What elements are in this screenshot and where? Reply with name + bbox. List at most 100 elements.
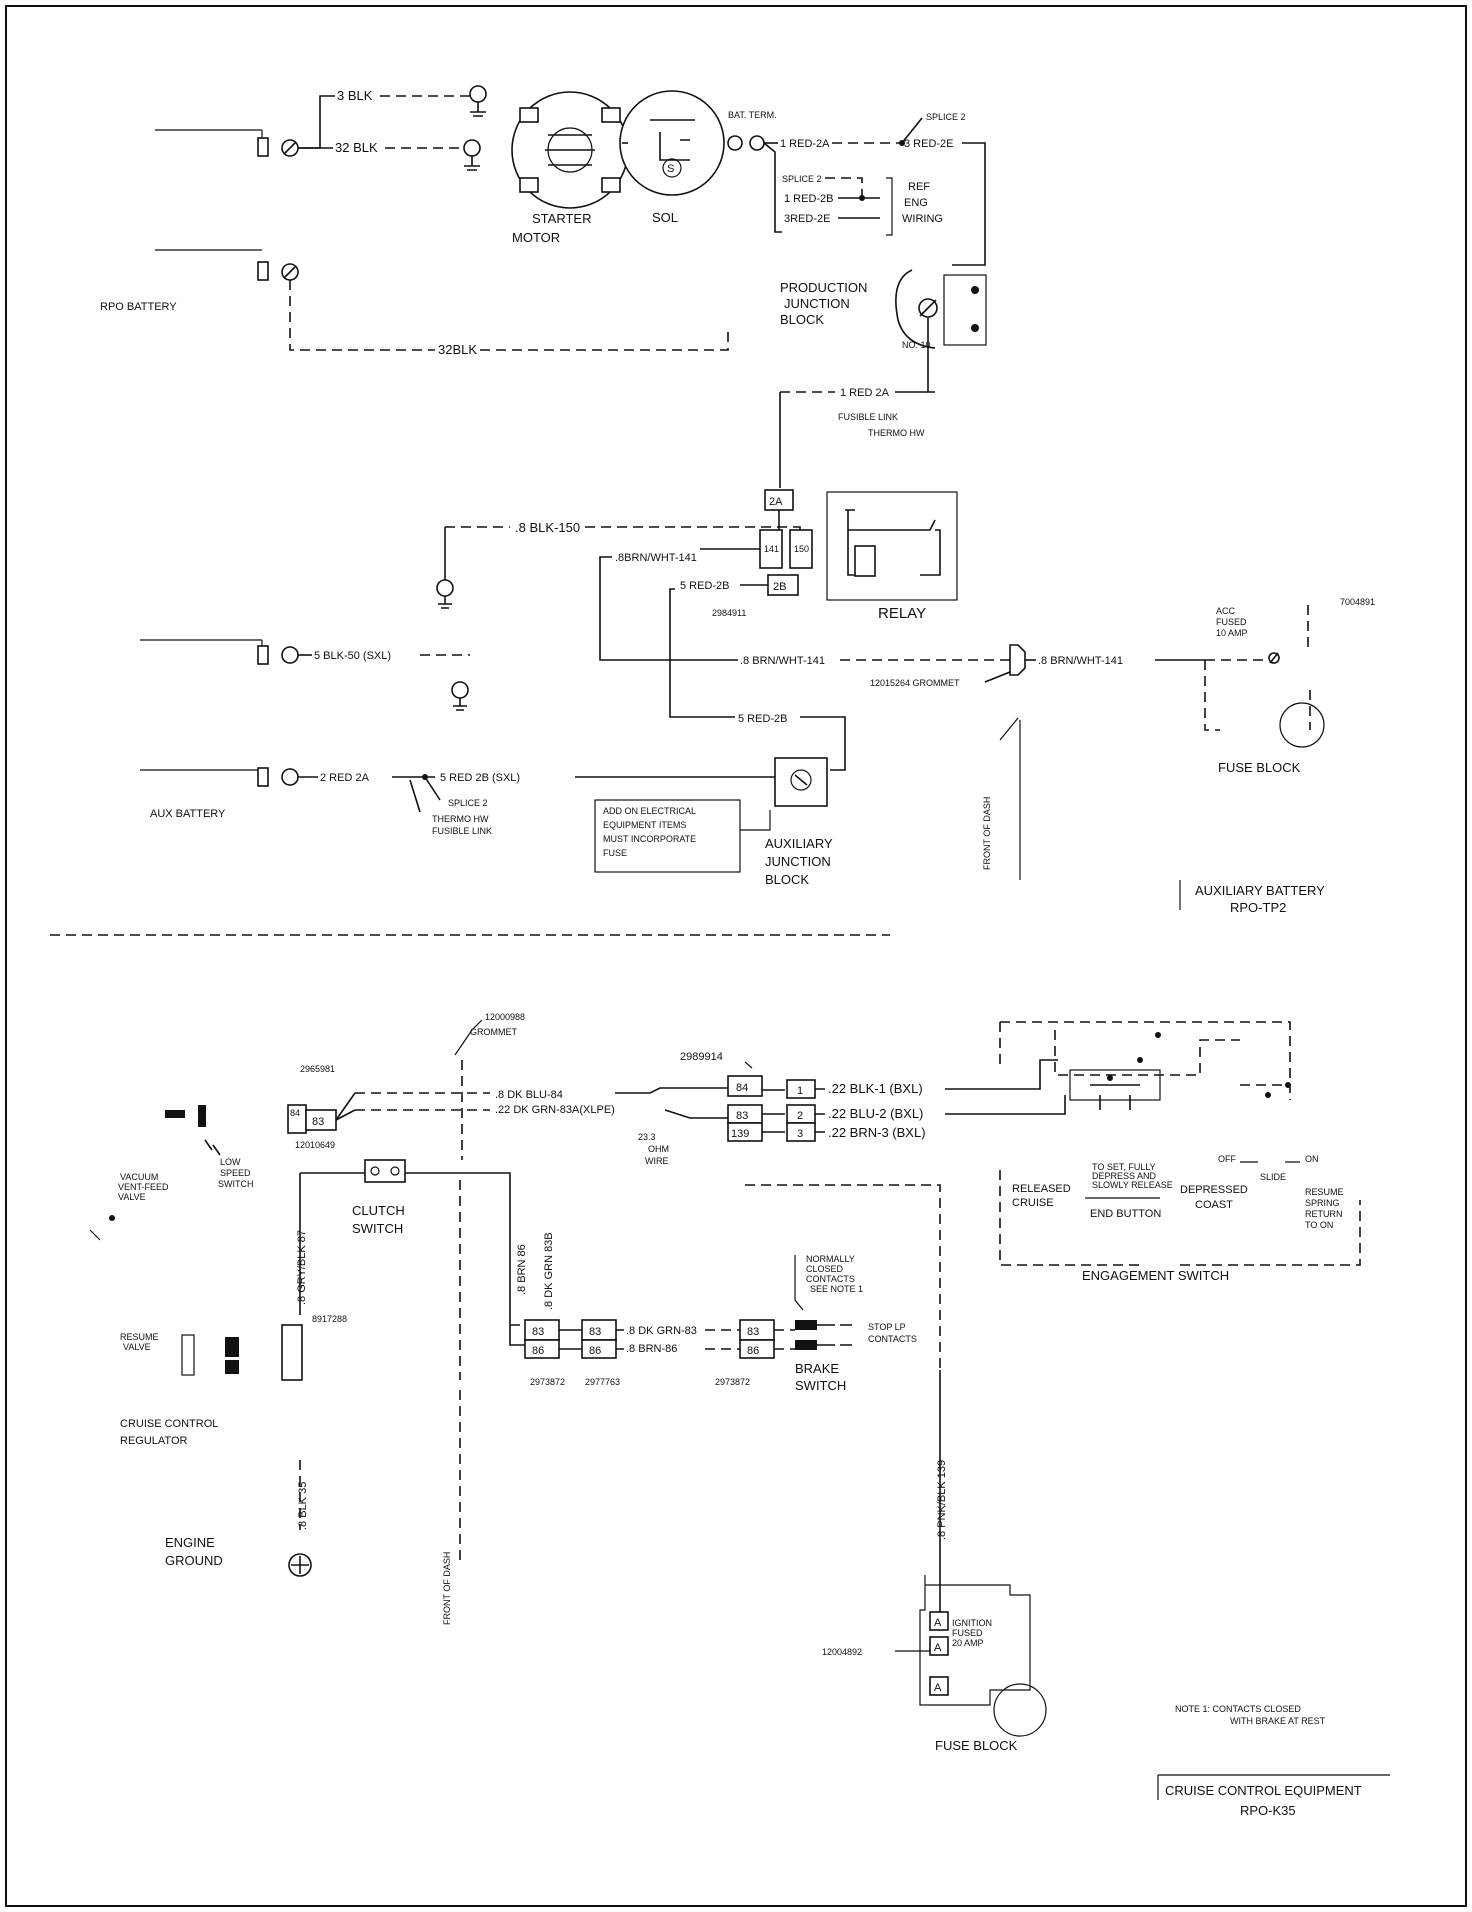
- ccr-label-1: CRUISE CONTROL: [120, 1418, 218, 1430]
- thermo-label-1: THERMO HW: [432, 814, 489, 824]
- relay-conn-label: 2984911: [712, 608, 746, 618]
- vacuum-label-1: VACUUM: [120, 1172, 158, 1182]
- nc-label-3: CONTACTS: [806, 1274, 855, 1284]
- wire-8brnwht141-a-label: .8BRN/WHT-141: [615, 552, 697, 564]
- pjb-block: [943, 274, 987, 346]
- pin-1-label: 1: [797, 1085, 803, 1097]
- pin-86c-label: 86: [532, 1345, 544, 1357]
- resume-spring-4: TO ON: [1305, 1220, 1333, 1230]
- wire-5red2b-sxl-label: 5 RED 2B (SXL): [440, 772, 520, 784]
- starter-motor-label-2: MOTOR: [512, 230, 560, 245]
- fusible-link-2: THERMO HW: [868, 428, 925, 438]
- aux-battery-label: AUX BATTERY: [150, 808, 226, 820]
- cruise-title-2: RPO-K35: [1240, 1803, 1296, 1818]
- wire-22brn3-label: .22 BRN-3 (BXL): [828, 1125, 926, 1140]
- released-1: RELEASED: [1012, 1183, 1071, 1195]
- stop-lp-2: CONTACTS: [868, 1334, 917, 1344]
- solenoid-label: SOL: [652, 210, 678, 225]
- pjb-label-1: PRODUCTION: [780, 280, 867, 295]
- to-set-2: DEPRESS AND: [1092, 1171, 1157, 1181]
- wire-5red2b-a-label: 5 RED-2B: [680, 580, 730, 592]
- add-on-note-4: FUSE: [603, 848, 627, 858]
- battery-starter-section: RPO BATTERY 3 BLK 32 BLK 32BLK STARTER M…: [100, 85, 987, 488]
- sheet-border: [5, 5, 1467, 1907]
- starter-motor-label: STARTER: [532, 211, 591, 226]
- ohm-label-2: OHM: [648, 1144, 669, 1154]
- clutch-switch-connector: [364, 1159, 406, 1183]
- engagement-switch-contacts: [1069, 1069, 1161, 1101]
- fuse-a-1: A: [934, 1617, 942, 1629]
- ref-eng-wiring-1: REF: [908, 181, 930, 193]
- cruise-title-1: CRUISE CONTROL EQUIPMENT: [1165, 1783, 1362, 1798]
- grommet-label: 12015264 GROMMET: [870, 678, 960, 688]
- splice2-top-label: SPLICE 2: [926, 112, 966, 122]
- fuse-block-label: FUSE BLOCK: [1218, 760, 1301, 775]
- depressed-2: COAST: [1195, 1199, 1233, 1211]
- front-of-dash-label: FRONT OF DASH: [982, 797, 992, 870]
- wire-8dkgrn83b-label: .8 DK GRN 83B: [543, 1232, 555, 1310]
- pin-139-label: 139: [731, 1128, 749, 1140]
- ground-icon: [451, 681, 469, 699]
- fuse-a-3: A: [934, 1682, 942, 1694]
- wire-3red2e-b-label: 3RED-2E: [784, 213, 830, 225]
- ref-eng-wiring-3: WIRING: [902, 213, 943, 225]
- wire-8dkblu84-label: .8 DK BLU-84: [495, 1089, 563, 1101]
- bat-terminal-2: [749, 135, 765, 151]
- engagement-switch-label: ENGAGEMENT SWITCH: [1082, 1268, 1229, 1283]
- pin-83b-label: 83: [736, 1110, 748, 1122]
- add-on-note-2: EQUIPMENT ITEMS: [603, 820, 686, 830]
- ajb-label-1: AUXILIARY: [765, 836, 833, 851]
- acc-fused-1: ACC: [1216, 606, 1236, 616]
- relay-box: [826, 491, 958, 601]
- ign-label-2: FUSED: [952, 1628, 983, 1638]
- engine-ground-2: GROUND: [165, 1553, 223, 1568]
- vacuum-label-2: VENT-FEED: [118, 1182, 169, 1192]
- note-line-1: NOTE 1: CONTACTS CLOSED: [1175, 1704, 1301, 1714]
- resume-valve-1: RESUME: [120, 1332, 159, 1342]
- wire-8brn86b-label: .8 BRN-86: [626, 1343, 677, 1355]
- ref-7004891: 7004891: [1340, 597, 1375, 607]
- engine-ground-1: ENGINE: [165, 1535, 215, 1550]
- relay-pin-2b-label: 2B: [773, 581, 786, 593]
- nc-label-1: NORMALLY: [806, 1254, 855, 1264]
- pin-84b-label: 84: [736, 1082, 748, 1094]
- pin-84b: [727, 1075, 763, 1097]
- bat-terminal-1: [727, 135, 743, 151]
- wire-5red2b-b-label: 5 RED-2B: [738, 713, 788, 725]
- conn-8917288: 8917288: [312, 1314, 347, 1324]
- wire-8dkgrn83-label: .8 DK GRN-83: [626, 1325, 697, 1337]
- resume-spring-1: RESUME: [1305, 1187, 1344, 1197]
- wire-3blk-label: 3 BLK: [337, 88, 373, 103]
- ohm-label-3: WIRE: [645, 1156, 669, 1166]
- to-set-3: SLOWLY RELEASE: [1092, 1180, 1173, 1190]
- resume-spring-2: SPRING: [1305, 1198, 1340, 1208]
- wire-2red2a-label: 2 RED 2A: [320, 772, 370, 784]
- aux-battery-terminal-neg: [257, 645, 269, 665]
- stop-lp-1: STOP LP: [868, 1322, 906, 1332]
- acc-fused-3: 10 AMP: [1216, 628, 1248, 638]
- off-label: OFF: [1218, 1154, 1236, 1164]
- ground-icon: [436, 579, 454, 597]
- bat-term-label: BAT. TERM.: [728, 110, 777, 120]
- ohm-label-1: 23.3: [638, 1132, 656, 1142]
- note-line-2: WITH BRAKE AT REST: [1230, 1716, 1326, 1726]
- wire-22blk1-label: .22 BLK-1 (BXL): [828, 1081, 923, 1096]
- conn-2977763: 2977763: [585, 1377, 620, 1387]
- ground-icon: [463, 139, 481, 157]
- pin-3-label: 3: [797, 1128, 803, 1140]
- pin-83c-label: 83: [532, 1326, 544, 1338]
- conn-2973872a: 2973872: [530, 1377, 565, 1387]
- wire-8blk35-label: .8 BLK 35: [297, 1482, 309, 1530]
- pjb-label-3: BLOCK: [780, 312, 824, 327]
- conn-2973872b: 2973872: [715, 1377, 750, 1387]
- wire-8pnkblk139-label: .8 PNK/BLK 139: [936, 1460, 948, 1540]
- grommet: [1009, 644, 1026, 676]
- pin-86d-label: 86: [589, 1345, 601, 1357]
- relay-pin-150: [789, 529, 813, 569]
- conn-12010649: 12010649: [295, 1140, 335, 1150]
- fusible-link-1: FUSIBLE LINK: [838, 412, 898, 422]
- aux-junction-block: [774, 757, 828, 807]
- ccr-label-2: REGULATOR: [120, 1435, 187, 1447]
- resume-valve-2: VALVE: [123, 1342, 151, 1352]
